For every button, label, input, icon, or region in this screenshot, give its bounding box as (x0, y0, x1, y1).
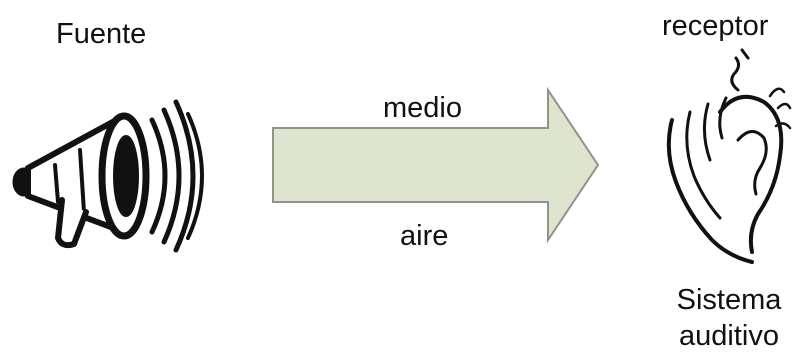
auditory-system-label: Sistema auditivo (666, 282, 792, 354)
source-label: Fuente (56, 18, 147, 50)
megaphone-icon (12, 99, 204, 253)
ear-hand-icon (666, 48, 792, 264)
air-label: aire (400, 220, 449, 252)
medium-arrow (272, 86, 600, 244)
receiver-label: receptor (662, 10, 769, 42)
medium-label: medio (383, 92, 462, 124)
auditory-system-line2: auditivo (679, 320, 779, 352)
auditory-system-line1: Sistema (676, 284, 782, 316)
